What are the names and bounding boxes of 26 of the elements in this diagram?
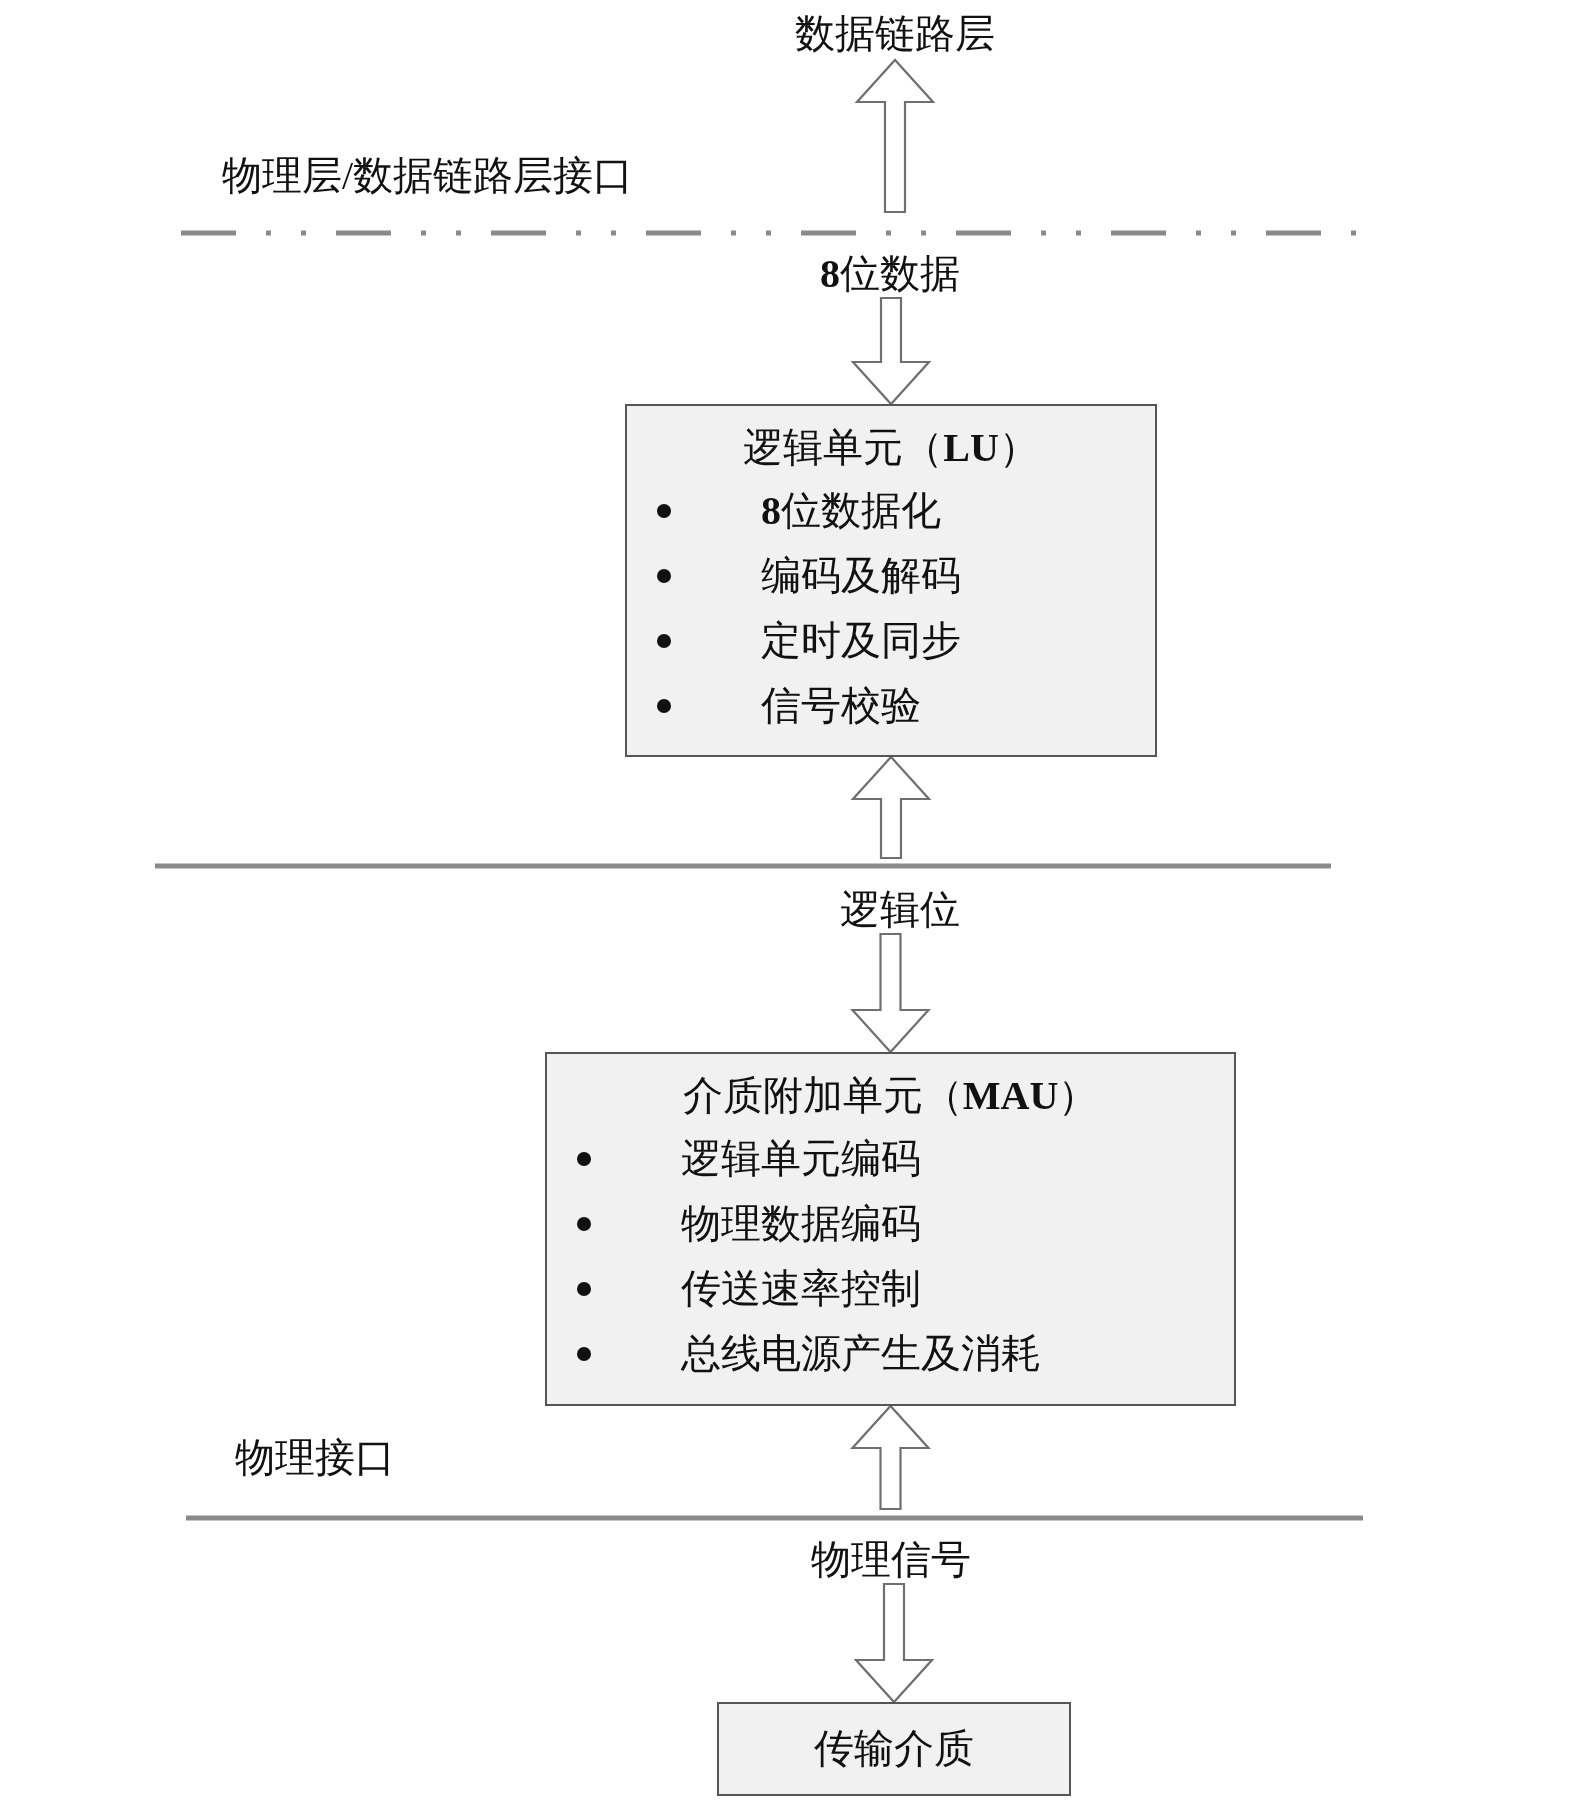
layer-text: 8位数据 <box>820 250 960 298</box>
unit-box <box>545 1052 1236 1406</box>
block-arrow <box>850 296 932 406</box>
function-item: 逻辑单元编码 <box>681 1134 921 1183</box>
function-item: 总线电源产生及消耗 <box>681 1329 1041 1378</box>
function-item: 传送速率控制 <box>681 1264 921 1313</box>
layer-text: 数据链路层 <box>795 10 995 58</box>
function-item: 物理数据编码 <box>681 1199 921 1248</box>
function-item: 编码及解码 <box>761 551 961 600</box>
block-arrow <box>853 1582 935 1704</box>
interface-label: 物理层/数据链路层接口 <box>222 152 634 200</box>
unit-title: 逻辑单元（LU） <box>742 424 1040 472</box>
block-arrow <box>850 1404 931 1511</box>
function-item: 8位数据化 <box>761 486 941 535</box>
block-arrow <box>850 932 931 1054</box>
block-arrow <box>850 755 932 860</box>
medium-label: 传输介质 <box>814 1725 974 1773</box>
interface-label: 物理接口 <box>235 1434 395 1482</box>
layer-text: 物理信号 <box>811 1536 971 1584</box>
function-item: 定时及同步 <box>761 616 961 665</box>
unit-title: 介质附加单元（MAU） <box>681 1072 1100 1120</box>
function-item: 信号校验 <box>761 681 921 730</box>
layer-text: 逻辑位 <box>840 886 960 934</box>
block-arrow <box>854 58 936 214</box>
unit-box <box>625 404 1157 757</box>
medium-box <box>717 1702 1071 1796</box>
